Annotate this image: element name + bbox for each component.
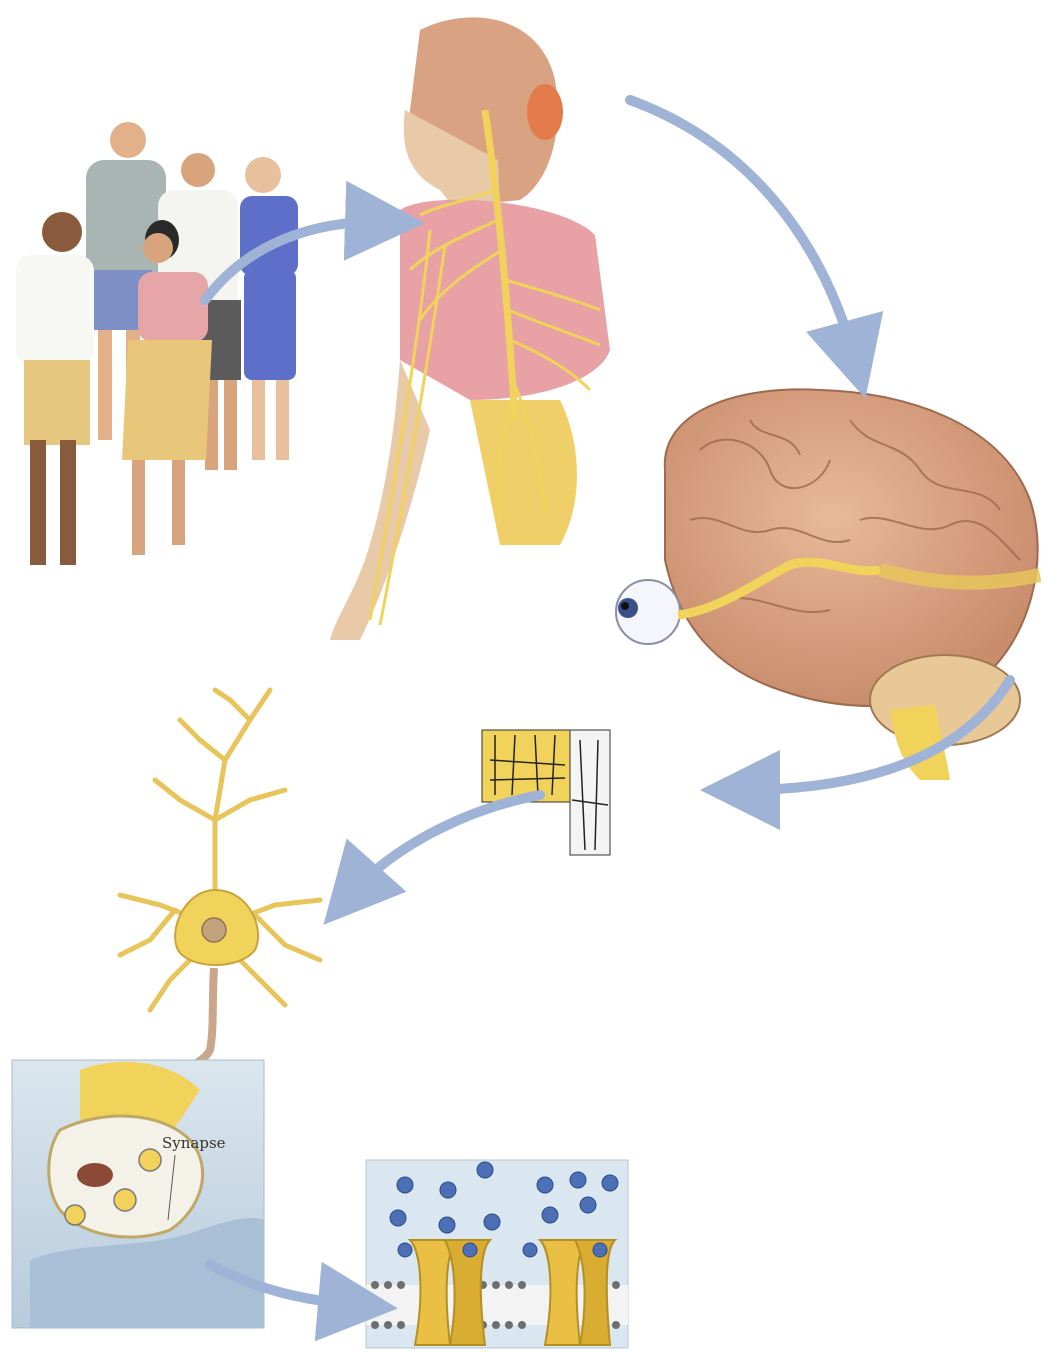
- synapse-label: Synapse: [162, 1134, 226, 1152]
- cerebellum: [527, 84, 563, 140]
- arm: [330, 360, 430, 640]
- person-blue-tank: [240, 157, 298, 460]
- person-white-shirt-front: [16, 212, 94, 565]
- ion-channel-panel: [366, 1160, 628, 1348]
- synapse-panel: Synapse: [12, 1060, 264, 1328]
- human-nervous-system-figure: [330, 17, 610, 640]
- cortex-tissue-slice: [482, 730, 610, 855]
- arrow-body-to-brain: [630, 100, 855, 360]
- arrow-tissue-to-neuron: [350, 795, 540, 895]
- nucleus: [202, 918, 226, 942]
- neuron: [120, 690, 320, 1080]
- group-of-people: [16, 122, 298, 565]
